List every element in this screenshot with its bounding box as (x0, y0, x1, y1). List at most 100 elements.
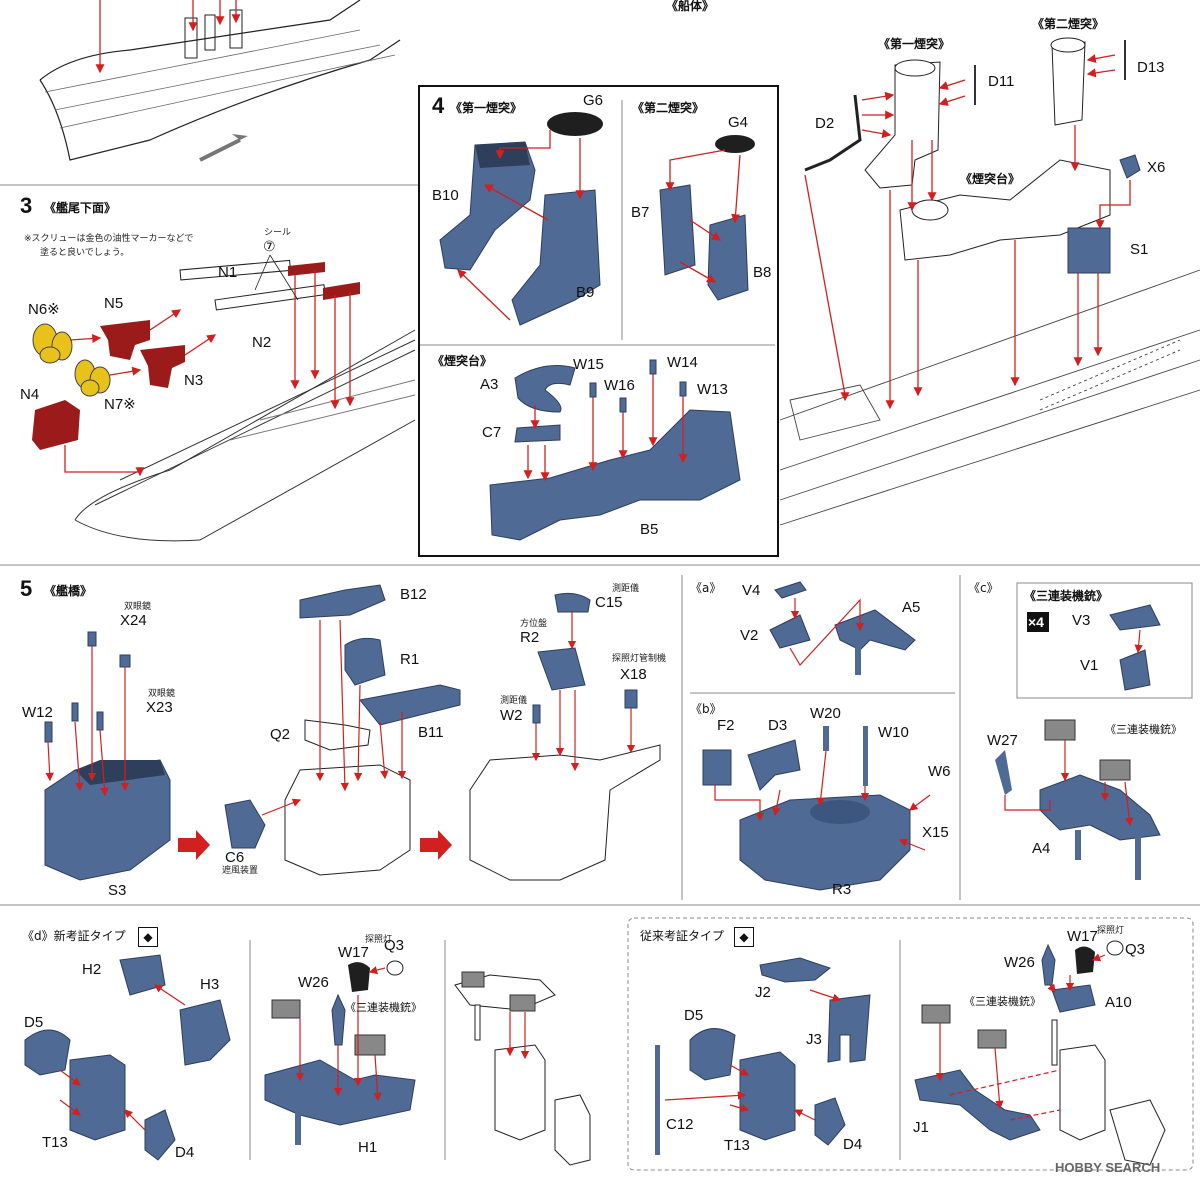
part-V1-shape (1119, 649, 1151, 691)
part-label-N1: N1 (218, 264, 238, 281)
part-label-W17-e: W17 (1067, 928, 1098, 945)
part-label-W26-d: W26 (298, 974, 329, 991)
part-label-T13-d: T13 (42, 1134, 68, 1151)
part-A4-shape (1039, 774, 1161, 841)
part-D5-d-shape (24, 1029, 71, 1076)
sub-a-label: 《a》 (690, 581, 722, 595)
part-D3-shape (747, 739, 801, 791)
part-label-D13: D13 (1137, 59, 1165, 76)
step-4-funnel2-title: 《第二煙突》 (632, 101, 705, 115)
part-R1-shape (344, 637, 386, 686)
part-label-C7: C7 (482, 424, 502, 441)
part-W26-d-shape (331, 993, 346, 1046)
step5-pins (44, 631, 131, 743)
part-label-H3: H3 (200, 976, 220, 993)
part-Q3-d-shape (386, 960, 404, 976)
part-label-B7: B7 (631, 204, 650, 221)
part-label-B11: B11 (418, 724, 444, 741)
propeller-N6 (32, 323, 73, 364)
part-D2-shape (804, 94, 862, 172)
seal-label: シール (264, 228, 292, 238)
part-label-W2: W2 (500, 707, 523, 724)
part-R3-shape (739, 794, 911, 891)
part-label-J2: J2 (755, 984, 771, 1001)
part-S1-shape (1067, 227, 1111, 274)
sub-e-label: 従来考証タイプ (640, 929, 725, 943)
part-label-D3: D3 (768, 717, 788, 734)
step5-arrows-c (531, 612, 636, 772)
aa-gun-d (271, 999, 386, 1056)
step-4-funnel1-title: 《第一煙突》 (450, 101, 523, 115)
part-label-N3: N3 (184, 372, 204, 389)
part-label-J3: J3 (806, 1031, 822, 1048)
sub-d-icon: ◆ (138, 927, 158, 947)
part-B12-shape (299, 584, 386, 619)
part-label-D5-d: D5 (24, 1014, 44, 1031)
part-label-W26-e: W26 (1004, 954, 1035, 971)
part-label-G6: G6 (583, 92, 604, 109)
sub-d-label: 《d》新考証タイプ (22, 929, 126, 943)
propeller-N7 (74, 359, 111, 397)
director-label: 方位盤 (520, 619, 548, 629)
propeller-shafts (179, 259, 360, 311)
part-W27-shape (995, 750, 1012, 795)
hull-bow-drawing (39, 0, 401, 162)
sub-c-aa-label: 《三連装機銃》 (1105, 723, 1182, 736)
part-label-B12: B12 (400, 586, 427, 603)
stern-hull-drawing (74, 329, 416, 542)
step-5-number: 5 (20, 576, 33, 601)
step4-arrows (457, 130, 741, 482)
part-Q2-shape (304, 719, 371, 751)
part-T13-d-shape (69, 1054, 126, 1141)
x4-count: ×4 (1028, 614, 1044, 630)
part-W2-shape (532, 704, 541, 724)
step-3-note-1: ※スクリューは金色の油性マーカーなどで (24, 234, 194, 244)
part-B7-shape (659, 184, 696, 276)
part-label-W20: W20 (810, 705, 841, 722)
part-label-Q2: Q2 (270, 726, 291, 743)
part-label-W16: W16 (604, 377, 635, 394)
part-C6-shape (224, 799, 266, 849)
part-label-W17-d: W17 (338, 944, 369, 961)
step-5-title: 《艦橋》 (44, 584, 93, 598)
searchlight-label-d: 探照灯 (365, 935, 393, 945)
sub-b-label: 《b》 (690, 702, 722, 716)
part-N3-shape (140, 345, 185, 388)
part-X6-shape (1119, 154, 1141, 179)
part-V2-shape (769, 614, 811, 649)
part-C12-shape (655, 1045, 660, 1155)
funnel1-label: 《第一煙突》 (878, 37, 951, 51)
part-V3-shape (1109, 604, 1161, 631)
part-label-Q3-e: Q3 (1125, 941, 1146, 958)
bridge-white-3 (469, 744, 661, 881)
part-C7-shape (514, 424, 561, 443)
part-W26-e-shape (1041, 943, 1056, 986)
sub-e-aa-label: 《三連装機銃》 (964, 995, 1041, 1008)
part-H1-shape (264, 1059, 416, 1126)
part-label-T13-e: T13 (724, 1137, 750, 1154)
part-label-W14: W14 (667, 354, 698, 371)
part-label-V3: V3 (1072, 612, 1091, 629)
part-X18-shape (624, 689, 638, 709)
part-label-V4: V4 (742, 582, 761, 599)
part-label-D5-e: D5 (684, 1007, 704, 1024)
part-B9-shape (511, 189, 601, 326)
funnel1-drawing (864, 59, 941, 189)
part-label-D4-e: D4 (843, 1136, 863, 1153)
part-Q3-e-shape (1106, 940, 1124, 956)
step-3-title: 《艦尾下面》 (44, 201, 117, 215)
part-V4-shape (774, 581, 807, 599)
bridge-white-2 (284, 764, 411, 876)
part-label-A5: A5 (902, 599, 921, 616)
part-T13-e-shape (739, 1051, 796, 1141)
part-label-J1: J1 (913, 1119, 929, 1136)
binocular-label-2: 双眼鏡 (148, 689, 176, 699)
deck-drawing (779, 269, 1200, 526)
part-label-G4: G4 (728, 114, 749, 131)
part-B11-shape (359, 684, 461, 726)
top-right-arrows (804, 54, 1131, 410)
hull-label: 《船体》 (666, 0, 715, 13)
step-4-number: 4 (432, 93, 445, 118)
step5-arrows-b (261, 619, 407, 816)
